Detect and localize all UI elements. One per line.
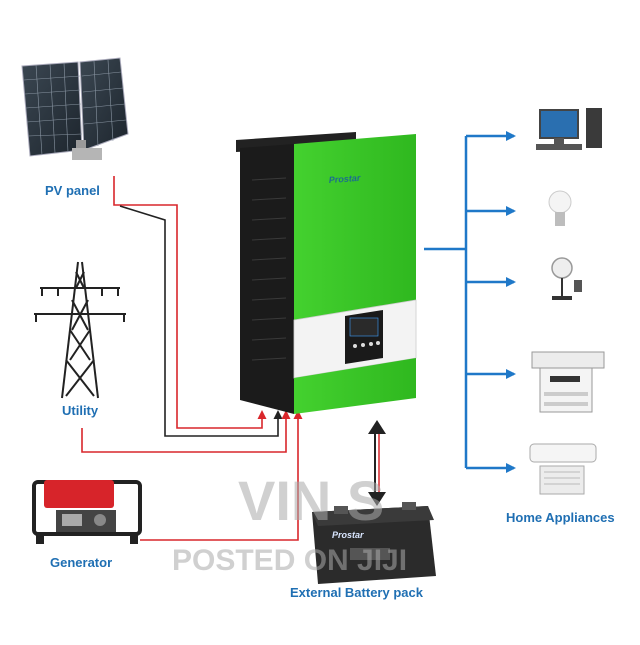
inverter-unit bbox=[236, 132, 417, 414]
power-tower-icon bbox=[34, 261, 126, 399]
wiring bbox=[81, 176, 303, 541]
generator-icon bbox=[32, 480, 142, 544]
output-bus bbox=[424, 131, 516, 473]
home-appliances-label: Home Appliances bbox=[506, 510, 615, 525]
computer-icon bbox=[536, 108, 602, 150]
watermark-line1: VIN S bbox=[238, 469, 384, 532]
printer-icon bbox=[531, 351, 605, 413]
battery-link-arrow bbox=[368, 420, 386, 506]
generator-label: Generator bbox=[50, 555, 112, 570]
battery-label: External Battery pack bbox=[290, 585, 424, 600]
watermark-line2: POSTED ON JIJI bbox=[172, 544, 407, 577]
fan-icon bbox=[551, 257, 582, 300]
battery-icon bbox=[312, 502, 436, 584]
solar-panel-icon bbox=[21, 57, 129, 160]
inverter-brand-logo: Prostar bbox=[328, 173, 361, 185]
light-bulb-icon bbox=[548, 190, 572, 226]
air-conditioner-icon bbox=[529, 443, 597, 495]
utility-label: Utility bbox=[62, 403, 99, 418]
battery-brand-logo: Prostar bbox=[332, 530, 364, 540]
pv-panel-label: PV panel bbox=[45, 183, 100, 198]
